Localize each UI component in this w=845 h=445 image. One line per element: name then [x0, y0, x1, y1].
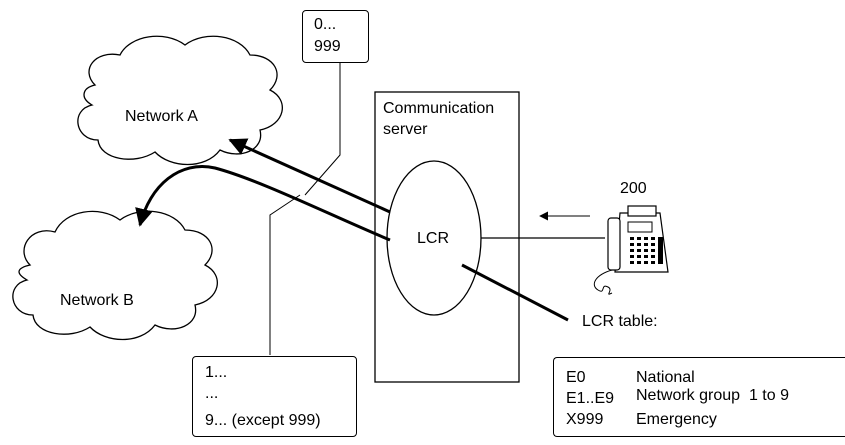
leader-left-box	[269, 194, 301, 355]
leader-top-box	[304, 62, 341, 196]
box-top-line2: 999	[314, 38, 341, 55]
network-a-cloud	[77, 35, 283, 166]
number-range-box-top: 0... 999	[302, 10, 369, 63]
lcr-row-1-code: E0	[566, 369, 586, 386]
lcr-row-3-desc: Emergency	[636, 411, 717, 428]
lcr-label: LCR	[417, 230, 450, 247]
desk-telephone-icon	[593, 205, 669, 295]
phone-extension-label: 200	[620, 180, 647, 197]
server-label-line2: server	[383, 121, 428, 138]
lcr-row-1-desc: National	[636, 369, 695, 386]
box-left-line1: 1...	[205, 364, 228, 381]
network-b-cloud	[12, 210, 218, 341]
network-a-label: Network A	[125, 108, 198, 125]
server-label-line1: Communication	[383, 100, 495, 117]
lcr-table-label: LCR table:	[582, 313, 658, 330]
box-left-line2: ...	[205, 385, 219, 402]
box-top-line1: 0...	[314, 16, 337, 33]
lcr-row-2-desc: Network group 1 to 9	[636, 387, 789, 404]
number-range-box-left: 1... ... 9... (except 999)	[192, 356, 357, 437]
network-b-label: Network B	[60, 292, 134, 309]
route-arrow-network-a	[228, 138, 391, 214]
box-left-line3: 9... (except 999)	[205, 412, 321, 429]
communication-server-box	[374, 91, 520, 383]
lcr-table-box: E0 National E1..E9 Network group 1 to 9 …	[553, 357, 845, 437]
route-arrow-network-b	[135, 165, 391, 242]
lcr-row-3-code: X999	[566, 411, 604, 428]
lcr-table-leader	[461, 263, 569, 322]
lcr-row-2-code: E1..E9	[566, 390, 615, 407]
